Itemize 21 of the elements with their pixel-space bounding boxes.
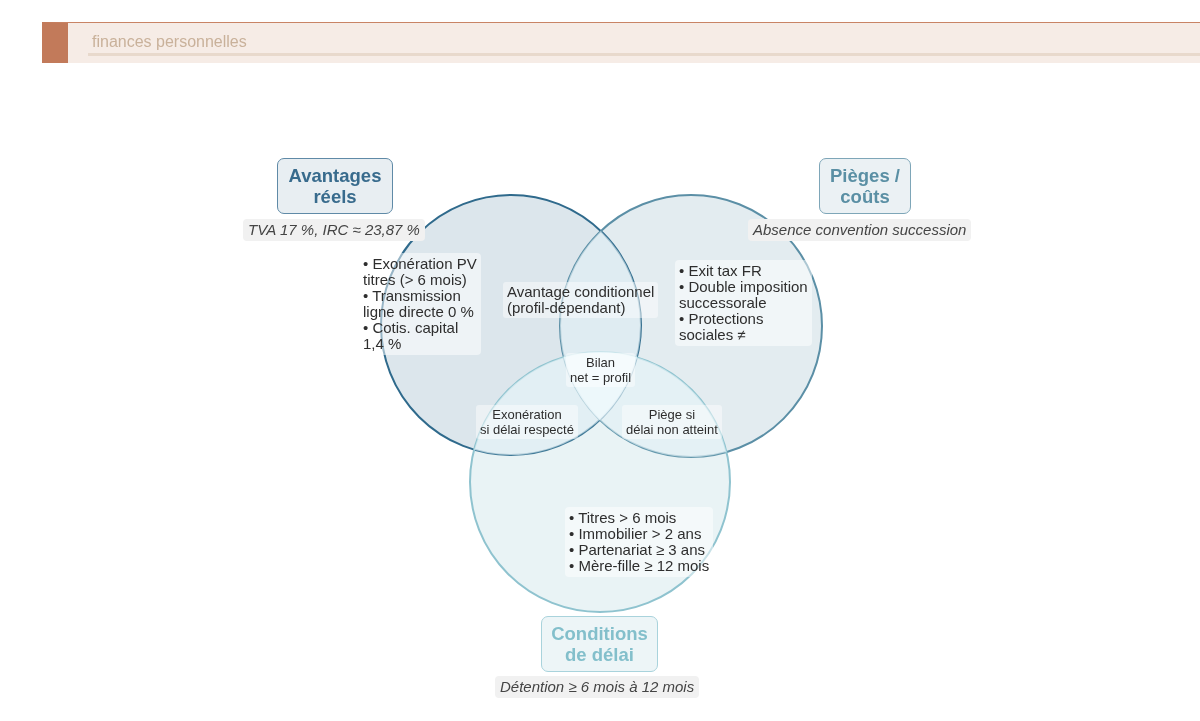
region-label: Bilan net = profil [566,353,636,387]
bullet-item: • Immobilier > 2 ans [569,526,703,542]
bullet-item: • Exit tax FR [679,263,763,279]
set-note: TVA 17 %, IRC ≈ 23,87 % [243,219,425,241]
section-label: finances personnelles [92,32,247,52]
set-title: Avantages réels [277,158,393,214]
bullet-item: • Mère-fille ≥ 12 mois [569,558,710,574]
bullet-item: • Partenariat ≥ 3 ans [569,542,707,558]
set-title: Pièges / coûts [819,158,911,214]
bullet-item: • Titres > 6 mois [569,510,678,526]
set-note: Absence convention succession [748,219,972,241]
bullet-item: • Protections sociales ≠ [679,311,765,343]
set-title: Conditions de délai [541,616,658,672]
region-label: Avantage conditionnel (profil-dépendant) [503,282,659,318]
region-label: Exonération si délai respecté [476,405,578,439]
bullet-item: • Double imposition successorale [679,279,808,311]
bullet-item: • Cotis. capital 1,4 % [363,320,460,352]
region-label: Piège si délai non atteint [622,405,722,439]
bullet-item: • Exonération PV titres (> 6 mois) [363,256,477,288]
set-note: Détention ≥ 6 mois à 12 mois [495,676,700,698]
bullet-item: • Transmission ligne directe 0 % [363,288,475,320]
